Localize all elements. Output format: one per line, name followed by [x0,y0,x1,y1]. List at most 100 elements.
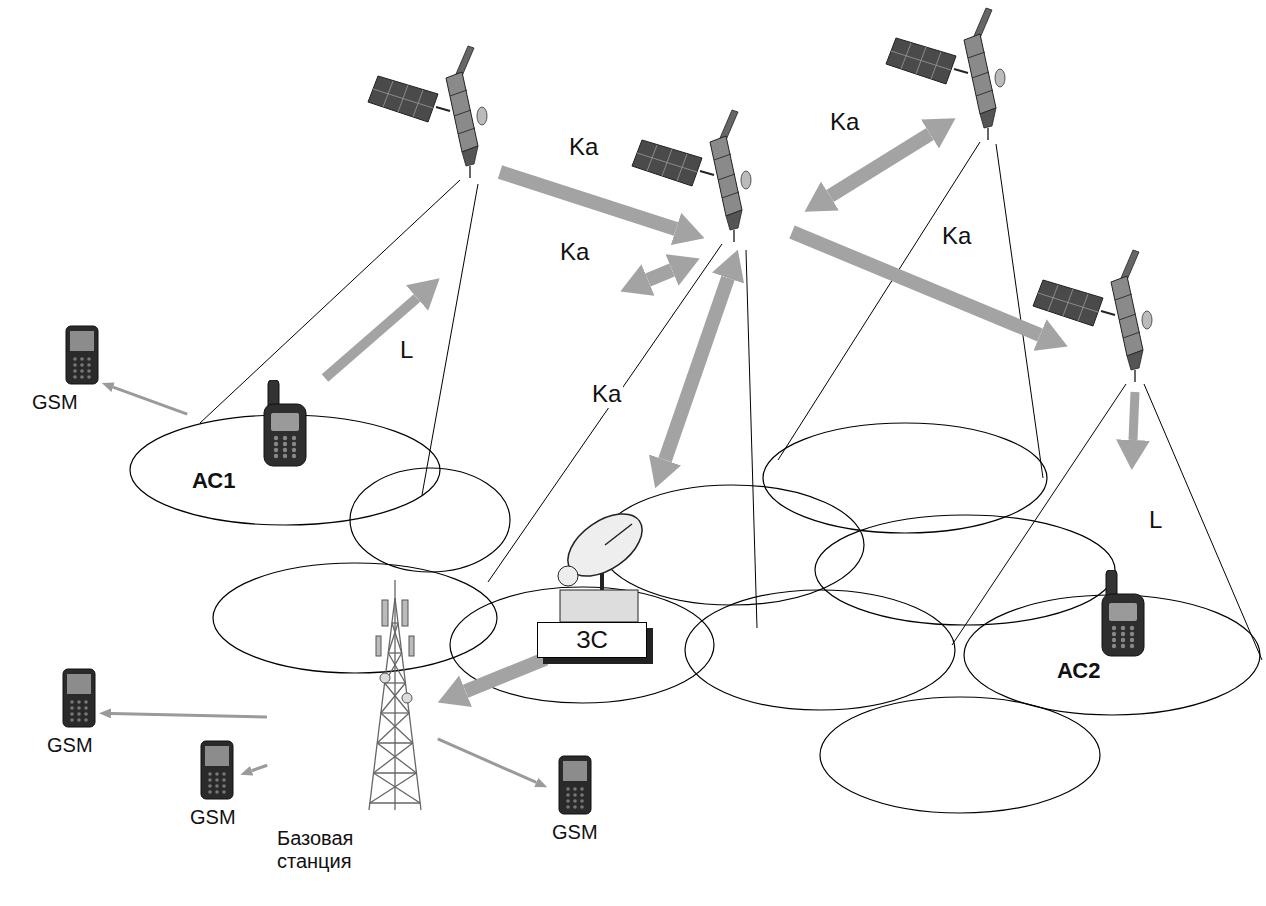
phone-key [274,436,278,440]
phone-key [84,712,88,716]
gsm-phone: GSM [550,755,600,844]
band-label: Ka [940,222,973,250]
phone-key [1121,626,1125,630]
phone-key [87,357,91,361]
ka-link-arrow [648,270,672,280]
label-anchor: Ka [567,133,600,161]
beam-footprint [350,468,510,572]
phone-screen [67,674,91,694]
phone-key [292,442,296,446]
phone-key [222,778,226,782]
tower-lattice [388,623,398,653]
dish-feed [605,524,632,545]
device-label: АС2 [1055,658,1102,683]
phone-key [208,790,212,794]
phone-screen [271,413,299,431]
tower-lattice [381,713,413,743]
phone-key [208,784,212,788]
phone-key [1112,644,1116,648]
tower-icon [355,578,435,813]
phone-key [566,799,570,803]
phone-key [1112,638,1116,642]
phone-key [274,454,278,458]
gsm-phone: GSM [188,740,238,829]
antenna-panel [376,636,381,656]
phone-screen [563,761,587,781]
satellite-icon [368,46,487,178]
band-label: Ka [567,133,600,161]
beam-footprint [964,595,1260,715]
phone-key [1112,632,1116,636]
phone-key [566,793,570,797]
relay-dish [402,693,412,703]
phone-key [77,712,81,716]
ka-link-arrow [830,134,930,196]
band-label: Ka [558,238,591,266]
phone-icon [65,325,99,385]
phone-icon [62,668,96,728]
link-arrow [252,765,267,770]
dish-reflector [557,501,653,588]
phone-icon [558,755,592,815]
coverage-cone-line [746,250,757,628]
subscriber-terminal: АС2 [1055,570,1146,683]
label-anchor: Ka [590,380,623,408]
phone-key [84,700,88,704]
device-label: GSM [45,734,95,757]
phone-key [84,718,88,722]
phone-key [80,363,84,367]
device-label: GSM [30,391,80,414]
antenna-panel [409,636,414,656]
band-label: Ka [590,380,623,408]
phone-key [580,793,584,797]
phone-key [222,772,226,776]
phone-screen [70,331,94,351]
coverage-cone-line [422,184,478,495]
tower-lattice [388,653,405,683]
phone-key [274,442,278,446]
phone-key [222,790,226,794]
phone-key [70,718,74,722]
phone-body [201,741,233,799]
ka-link-arrow [500,172,676,229]
phone-key [1130,626,1134,630]
satellite-icon [886,8,1005,140]
tower-lattice [388,652,401,653]
satellite-icon [1033,250,1152,382]
beam-footprint [450,587,714,703]
beam-footprint [815,515,1115,625]
label-anchor: L [1147,506,1164,534]
phone-key [1121,632,1125,636]
phone-key [580,799,584,803]
beam-footprint [820,697,1100,813]
ka-link-arrow [792,232,1040,335]
phone-screen [205,746,229,766]
tower-lattice [374,773,421,803]
phone-key [208,772,212,776]
beam-footprint [685,590,955,710]
tower-lattice [377,713,409,743]
phone-key [70,712,74,716]
band-label: L [398,336,415,364]
link-arrow [466,659,546,692]
phone-key [1130,638,1134,642]
coverage-cone-line [996,144,1043,478]
device-label: АС1 [190,468,237,493]
phone-key [215,790,219,794]
phone-key [215,772,219,776]
phone-key [1121,638,1125,642]
phone-key [580,805,584,809]
band-label: Ka [828,108,861,136]
phone-key [73,363,77,367]
phone-body [63,669,95,727]
gsm-phone: GSM [30,325,99,414]
phone-key [208,778,212,782]
beam-footprint [213,563,497,673]
phone-body [1102,594,1144,656]
phone-key [87,363,91,367]
tower-lattice [381,712,409,713]
equipment-shelter [560,590,638,622]
